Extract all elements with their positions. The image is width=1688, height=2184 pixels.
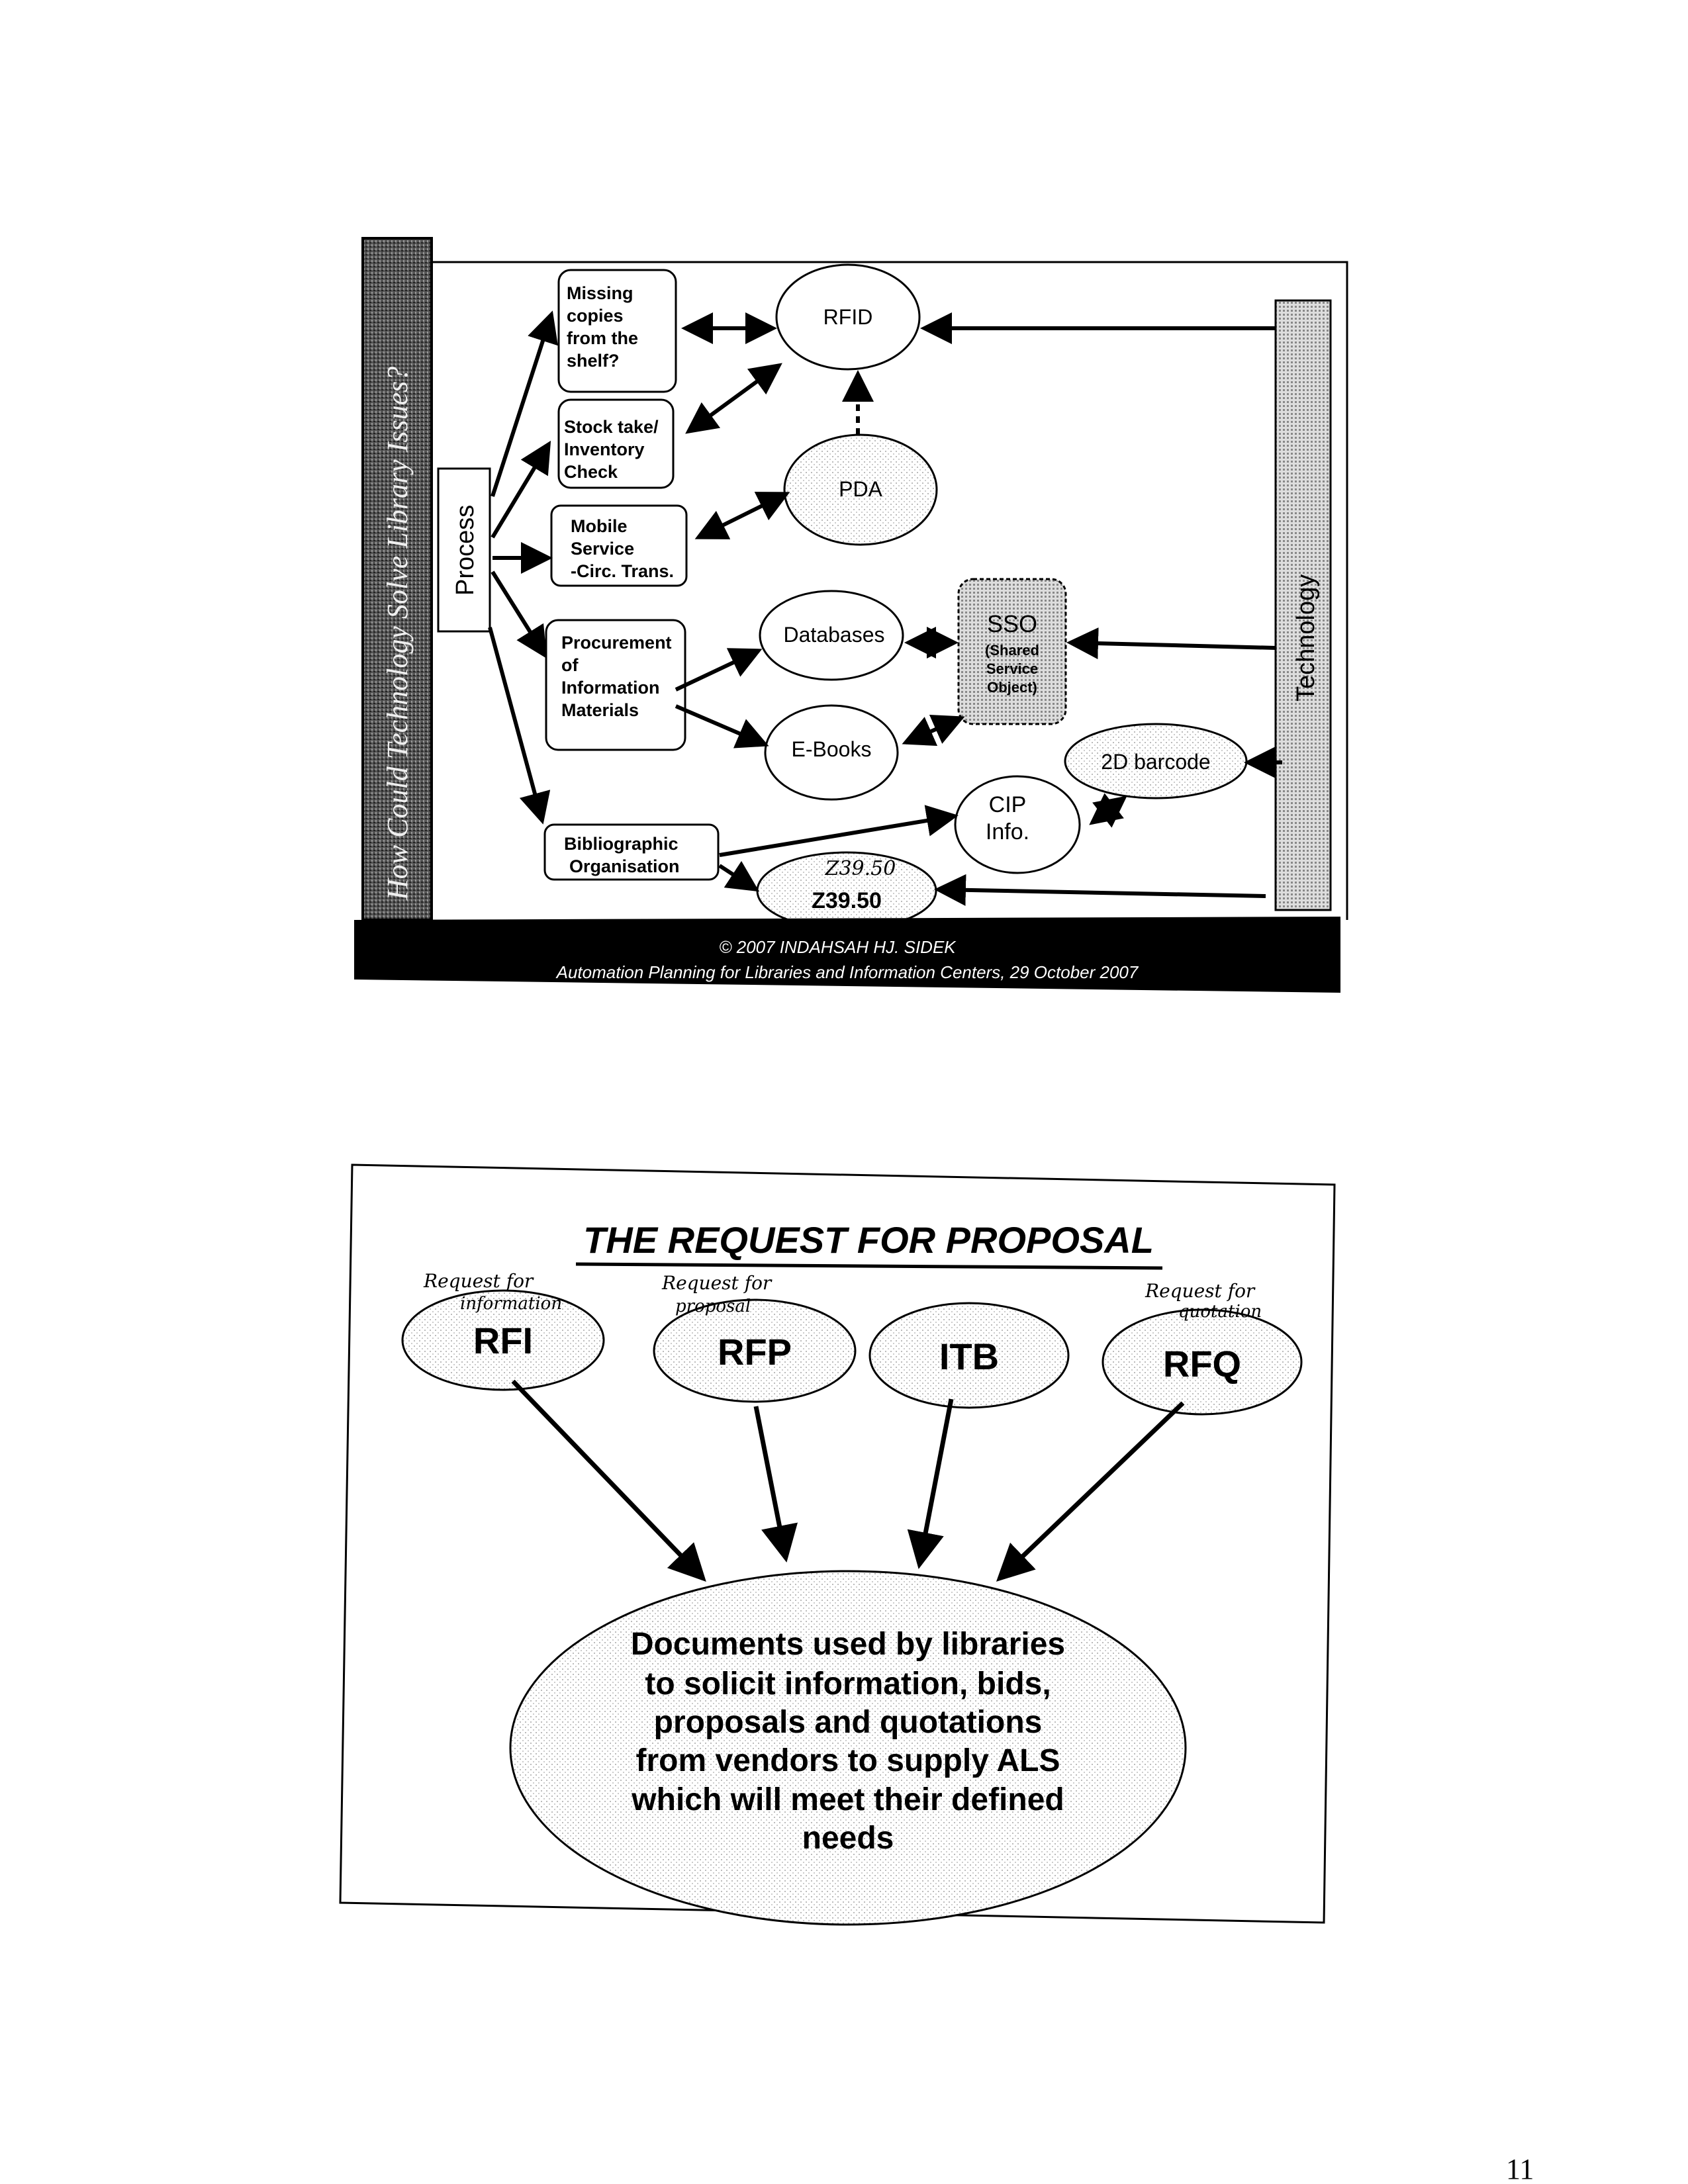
slide1-frame <box>432 261 1348 920</box>
item-itb: ITB <box>868 1302 1070 1409</box>
svg-text:Information: Information <box>561 678 660 698</box>
box-bibliographic: Bibliographic Organisation <box>543 823 720 881</box>
item-rfq: RFQ Request for quotation <box>1102 1280 1303 1416</box>
item-rfi: RFI Request for information <box>401 1270 605 1391</box>
handwritten-note: information <box>460 1294 562 1314</box>
handwritten-z3950: Z39.50 <box>825 857 896 880</box>
svg-text:Z39.50: Z39.50 <box>812 888 882 913</box>
node-pda: PDA <box>783 433 938 546</box>
svg-text:Databases: Databases <box>784 623 885 647</box>
svg-text:Mobile: Mobile <box>571 516 628 536</box>
handwritten-note: Request for <box>661 1272 773 1294</box>
svg-text:from vendors to supply ALS: from vendors to supply ALS <box>636 1743 1060 1778</box>
technology-bar <box>1274 299 1332 911</box>
svg-text:shelf?: shelf? <box>567 351 620 371</box>
svg-text:Missing: Missing <box>567 283 633 303</box>
slide-request-for-proposal: THE REQUEST FOR PROPOSAL RFI Request for… <box>339 1163 1336 1926</box>
svg-text:SSO: SSO <box>987 610 1037 637</box>
svg-text:Object): Object) <box>987 679 1037 696</box>
svg-text:RFID: RFID <box>823 305 873 329</box>
slide2-connectors <box>511 1379 1185 1582</box>
svg-text:Procurement: Procurement <box>561 633 672 653</box>
box-mobile-service: Mobile Service -Circ. Trans. <box>550 504 688 587</box>
node-2d-barcode: 2D barcode <box>1064 723 1248 799</box>
slide2-title: THE REQUEST FOR PROPOSAL <box>583 1219 1154 1261</box>
svg-text:Service: Service <box>986 660 1038 677</box>
slide1-side-title-bar <box>361 237 433 921</box>
svg-text:RFQ: RFQ <box>1163 1343 1241 1385</box>
title-underline <box>575 1262 1163 1270</box>
slide-technology-diagram: How Could Technology Solve Library Issue… <box>354 237 1348 993</box>
page-number: 11 <box>1506 2153 1534 2184</box>
svg-text:Documents used by libraries: Documents used by libraries <box>631 1627 1065 1662</box>
svg-text:PDA: PDA <box>839 477 882 501</box>
box-missing-copies: Missing copies from the shelf? <box>557 269 677 393</box>
svg-text:CIP: CIP <box>989 792 1027 817</box>
slide1-footer-bar <box>354 917 1340 993</box>
process-box <box>437 467 491 633</box>
slide1-connectors <box>488 310 1282 906</box>
svg-text:Inventory: Inventory <box>564 439 645 459</box>
svg-text:(Shared: (Shared <box>985 642 1039 659</box>
process-label: Process <box>451 505 479 596</box>
svg-text:Bibliographic: Bibliographic <box>564 834 679 854</box>
svg-text:-Circ. Trans.: -Circ. Trans. <box>571 561 674 581</box>
technology-label: Technology <box>1292 574 1320 702</box>
svg-text:Stock take/: Stock take/ <box>564 417 659 437</box>
box-stock-take: Stock take/ Inventory Check <box>557 398 675 489</box>
node-z3950: Z39.50 Z39.50 <box>756 851 937 931</box>
svg-text:Materials: Materials <box>561 700 639 720</box>
footer-copyright: © 2007 INDAHSAH HJ. SIDEK <box>719 937 957 957</box>
svg-text:proposals and quotations: proposals and quotations <box>654 1705 1043 1740</box>
svg-text:Organisation: Organisation <box>569 856 680 876</box>
item-rfp: RFP Request for proposal <box>653 1272 857 1403</box>
footer-event: Automation Planning for Libraries and In… <box>555 962 1139 982</box>
handwritten-note: Request for <box>423 1270 534 1292</box>
svg-text:Check: Check <box>564 462 618 482</box>
svg-text:which will meet their defined: which will meet their defined <box>631 1782 1064 1817</box>
svg-text:E-Books: E-Books <box>792 737 872 761</box>
svg-text:Info.: Info. <box>986 819 1029 844</box>
svg-text:needs: needs <box>802 1821 894 1856</box>
handwritten-note: proposal <box>675 1297 751 1316</box>
node-databases: Databases <box>759 590 904 681</box>
handwritten-note: quotation <box>1178 1302 1262 1322</box>
node-cip-info: CIP Info. <box>954 775 1081 874</box>
svg-text:ITB: ITB <box>939 1336 999 1377</box>
svg-text:copies: copies <box>567 306 624 326</box>
node-rfid: RFID <box>775 263 921 371</box>
center-definition: Documents used by libraries to solicit i… <box>509 1570 1187 1926</box>
svg-text:from the: from the <box>567 328 638 348</box>
slide1-side-title: How Could Technology Solve Library Issue… <box>381 367 414 901</box>
node-ebooks: E-Books <box>764 704 899 801</box>
svg-text:Service: Service <box>571 539 634 559</box>
svg-text:RFI: RFI <box>473 1320 533 1361</box>
handwritten-note: Request for <box>1145 1280 1256 1302</box>
svg-text:of: of <box>561 655 579 675</box>
svg-text:2D barcode: 2D barcode <box>1101 750 1210 774</box>
node-sso: SSO (Shared Service Object) <box>957 578 1067 725</box>
box-procurement: Procurement of Information Materials <box>545 619 686 751</box>
svg-text:RFP: RFP <box>718 1331 792 1373</box>
svg-text:to solicit information, bids,: to solicit information, bids, <box>645 1666 1051 1702</box>
